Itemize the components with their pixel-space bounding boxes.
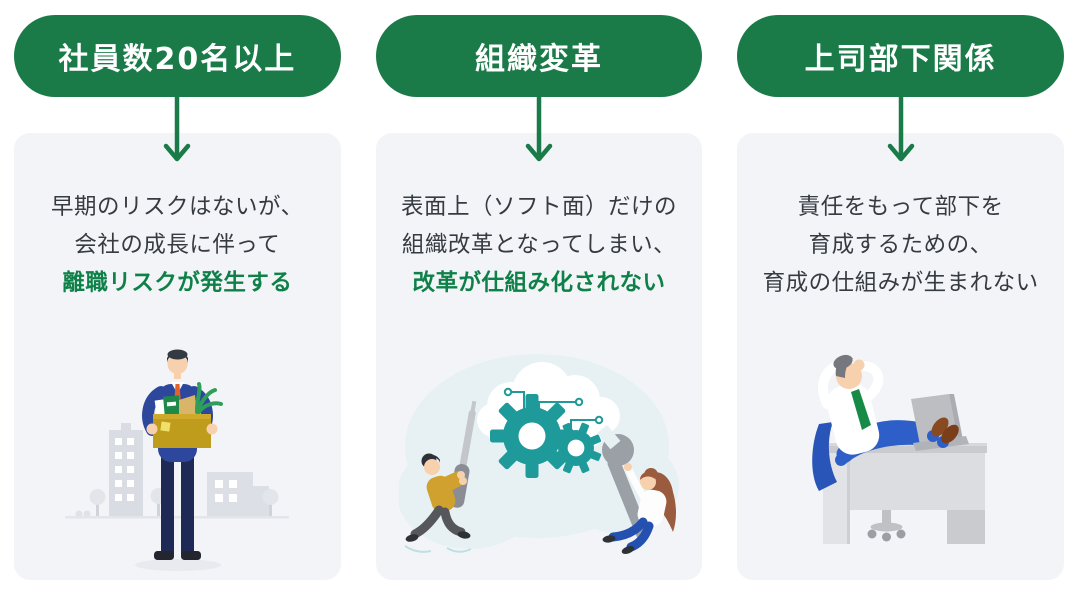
man-relaxing-at-desk-illustration <box>811 354 987 544</box>
large-gear-icon <box>490 394 574 478</box>
card-organizational-reform: 表面上（ソフト面）だけの 組織改革となってしまい、 改革が仕組み化されない <box>375 133 703 580</box>
illustration-area <box>737 324 1064 574</box>
down-arrow-icon <box>525 97 553 162</box>
pill-label: 社員数20名以上 <box>58 42 297 77</box>
pill-header-staff-over-20: 社員数20名以上 <box>14 15 341 97</box>
man-with-box <box>142 349 224 560</box>
text-line: 育成の仕組みが生まれない <box>762 270 1039 296</box>
ground-line <box>65 516 290 519</box>
pill-header-organizational-reform: 組織変革 <box>375 15 703 97</box>
illustration-area <box>376 334 703 574</box>
person-with-screwdriver <box>404 400 477 553</box>
text-line: 表面上（ソフト面）だけの <box>401 194 678 220</box>
text-line: 早期のリスクはないが、 <box>51 194 304 220</box>
pill-header-boss-subordinate: 上司部下関係 <box>737 15 1065 97</box>
text-line: 責任をもって部下を <box>797 194 1004 220</box>
card-text: 早期のリスクはないが、 会社の成長に伴って 離職リスクが発生する <box>14 133 341 302</box>
man-leaving-office-with-box-illustration <box>65 349 290 571</box>
pill-label: 上司部下関係 <box>804 42 997 77</box>
person-with-wrench <box>596 424 676 554</box>
card-staff-over-20: 早期のリスクはないが、 会社の成長に伴って 離職リスクが発生する <box>14 133 341 580</box>
card-boss-subordinate: 責任をもって部下を 育成するための、 育成の仕組みが生まれない <box>737 133 1065 580</box>
feet-on-desk <box>926 417 959 448</box>
pill-label: 組織変革 <box>475 42 603 77</box>
shadow <box>135 559 222 571</box>
illustration-area <box>14 340 341 574</box>
text-line: 組織改革となってしまい、 <box>401 232 677 258</box>
column-staff-over-20: 社員数20名以上 早期のリスクはないが、 会社の成長に伴って 離職リスクが発生す… <box>14 15 341 580</box>
office-chair <box>867 504 906 542</box>
column-organizational-reform: 組織変革 表面上（ソフト面）だけの 組織改革となってしまい、 改革が仕組み化され… <box>375 15 703 580</box>
box-contents <box>154 382 224 421</box>
cardboard-box <box>153 414 212 448</box>
down-arrow-icon <box>164 97 191 162</box>
text-line-highlight: 改革が仕組み化されない <box>412 270 666 296</box>
three-risk-columns: 社員数20名以上 早期のリスクはないが、 会社の成長に伴って 離職リスクが発生す… <box>14 15 1065 580</box>
text-line-highlight: 離職リスクが発生する <box>62 270 293 296</box>
small-gear-icon <box>550 422 602 474</box>
text-line: 会社の成長に伴って <box>74 232 281 258</box>
down-arrow-icon <box>887 97 914 162</box>
card-text: 表面上（ソフト面）だけの 組織改革となってしまい、 改革が仕組み化されない <box>376 133 703 302</box>
card-text: 責任をもって部下を 育成するための、 育成の仕組みが生まれない <box>737 133 1064 302</box>
text-line: 育成するための、 <box>808 232 993 258</box>
people-fixing-cloud-gears-illustration <box>399 354 679 554</box>
city-buildings <box>109 423 270 518</box>
column-boss-subordinate: 上司部下関係 責任をもって部下を 育成するための、 育成の仕組みが生まれない <box>737 15 1065 580</box>
